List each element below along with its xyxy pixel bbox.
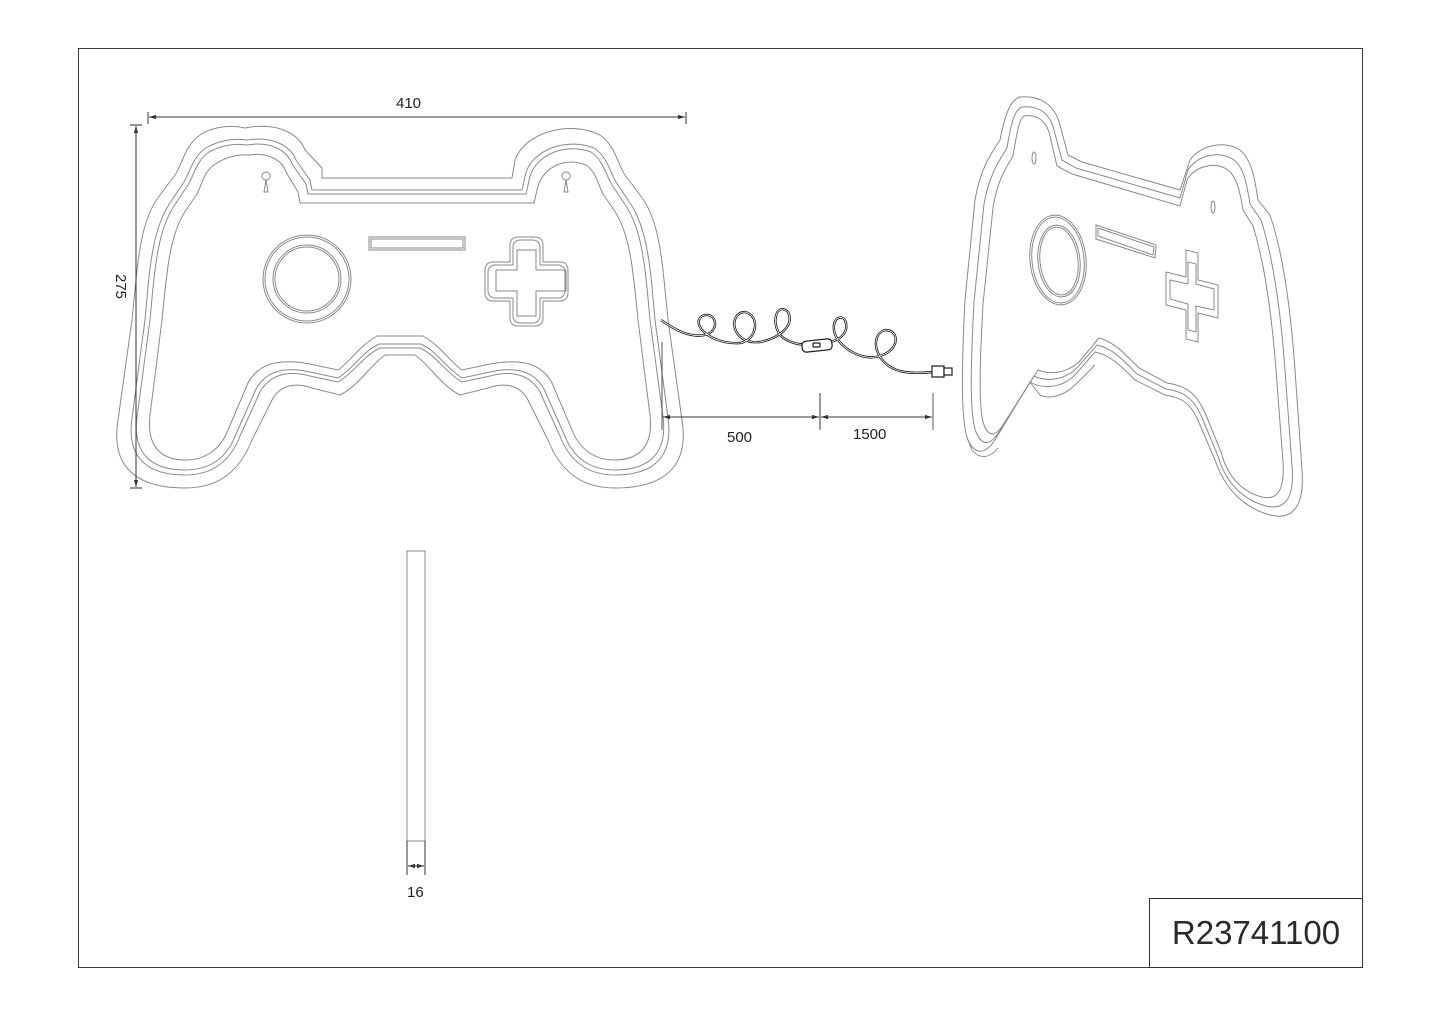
- dimension-width: [147, 112, 687, 124]
- product-code-title-block: R23741100: [1149, 898, 1363, 968]
- side-view-profile: [406, 550, 426, 842]
- product-code: R23741100: [1171, 914, 1341, 951]
- dimension-cable-switch-label: 500: [727, 429, 753, 446]
- drawing-frame: [78, 48, 1363, 968]
- power-cable: [660, 308, 936, 375]
- dimension-width-label: 410: [396, 95, 422, 112]
- dimension-depth: [406, 841, 426, 875]
- front-view-gamepad: [116, 125, 684, 489]
- dimension-cable-plug-label: 1500: [853, 426, 887, 443]
- perspective-view-gamepad: [961, 96, 1303, 517]
- dimension-depth-label: 16: [407, 884, 424, 901]
- usb-plug: [931, 365, 953, 378]
- dimension-height: [130, 124, 142, 489]
- dimension-height-label: 275: [112, 273, 130, 300]
- dimension-cable: [661, 342, 934, 430]
- inline-switch: [801, 338, 833, 353]
